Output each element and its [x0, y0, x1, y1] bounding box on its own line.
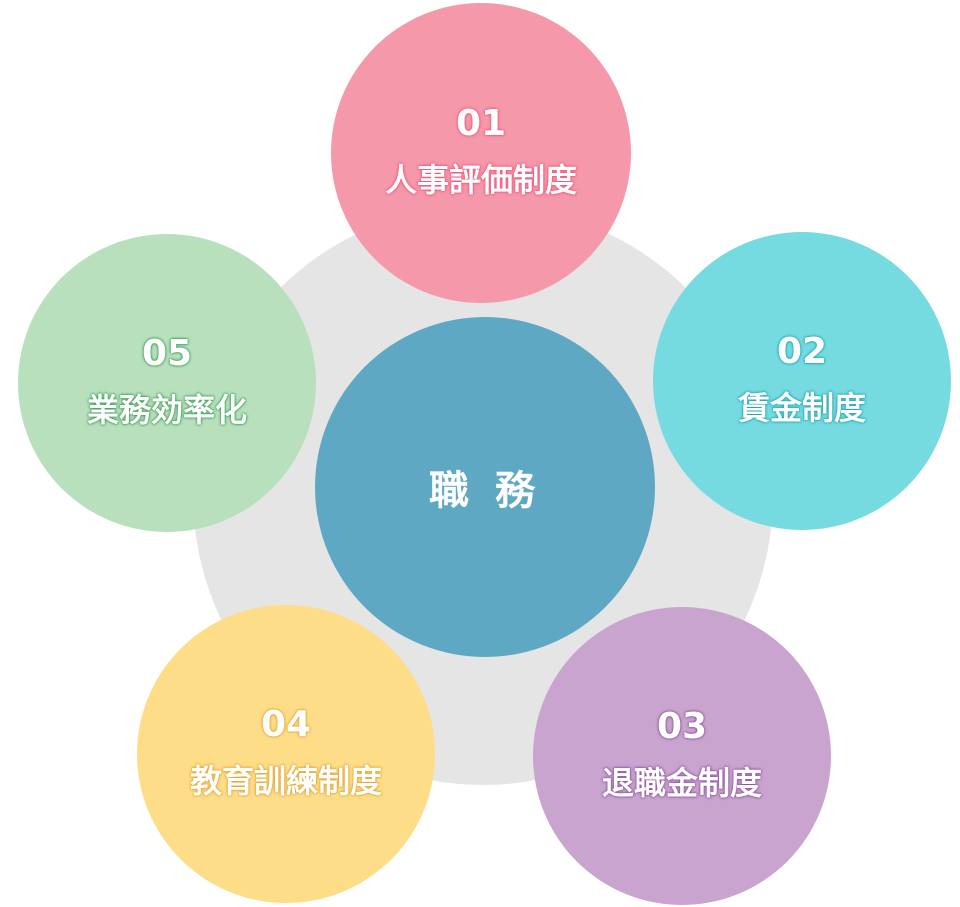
center-circle: 職 務	[315, 317, 655, 657]
item-number: 01	[455, 103, 507, 144]
item-number: 05	[141, 333, 193, 374]
circle-01: 01 人事評価制度	[331, 3, 631, 303]
circle-03: 03 退職金制度	[533, 607, 831, 905]
item-label: 退職金制度	[601, 764, 762, 802]
circle-05: 05 業務効率化	[18, 234, 316, 532]
center-label: 職 務	[429, 468, 541, 514]
item-label: 人事評価制度	[384, 161, 577, 199]
item-number: 03	[656, 706, 708, 747]
circle-02: 02 賃金制度	[653, 232, 951, 530]
circle-04: 04 教育訓練制度	[137, 605, 435, 903]
item-label: 業務効率化	[86, 391, 247, 429]
item-label: 教育訓練制度	[189, 762, 382, 800]
item-number: 02	[776, 331, 828, 372]
item-number: 04	[260, 704, 312, 745]
item-label: 賃金制度	[737, 389, 866, 427]
